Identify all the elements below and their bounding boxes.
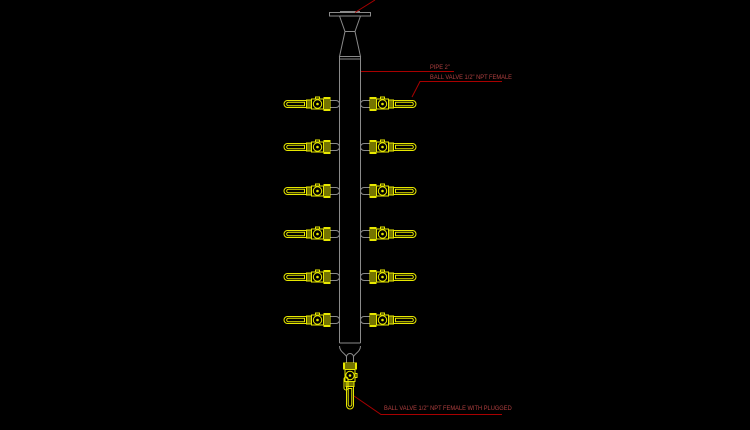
branch-valve-leader-line	[411, 81, 502, 98]
ball-valve-right-icon	[360, 226, 417, 241]
pipe-size-label: PIPE 2"	[430, 63, 450, 71]
top-leader-line	[354, 0, 376, 13]
ball-valve-left-icon	[283, 96, 340, 111]
ball-valve-right-icon	[360, 139, 417, 154]
ball-valve-left-icon	[283, 226, 340, 241]
drain-valve	[343, 353, 358, 410]
drain-ball-valve-icon	[343, 353, 358, 410]
valve-row	[283, 96, 417, 111]
branch-valves	[283, 96, 417, 327]
ball-valve-right-icon	[360, 96, 417, 111]
ball-valve-right-icon	[360, 312, 417, 327]
valve-row	[283, 226, 417, 241]
branch-valve-label: BALL VALVE 1/2" NPT FEMALE	[430, 74, 512, 81]
valve-row	[283, 312, 417, 327]
ball-valve-left-icon	[283, 269, 340, 284]
valve-row	[283, 183, 417, 198]
flange-symbol	[329, 12, 371, 17]
ball-valve-right-icon	[360, 183, 417, 198]
valve-row	[283, 139, 417, 154]
drain-valve-lever	[343, 376, 349, 391]
flange-neck	[338, 15, 362, 32]
bottom-reducer	[339, 345, 361, 357]
annotation-leaders	[353, 0, 502, 415]
ball-valve-left-icon	[283, 183, 340, 198]
pipe-walls	[339, 56, 361, 343]
ball-valve-left-icon	[283, 312, 340, 327]
ball-valve-left-icon	[283, 139, 340, 154]
valve-row	[283, 269, 417, 284]
drain-valve-label: BALL VALVE 1/2" NPT FEMALE WITH PLUGGED	[384, 405, 512, 412]
ball-valve-right-icon	[360, 269, 417, 284]
reducer-cone	[338, 31, 362, 57]
header-pipe	[329, 11, 371, 357]
drain-valve-leader-line	[353, 395, 502, 415]
